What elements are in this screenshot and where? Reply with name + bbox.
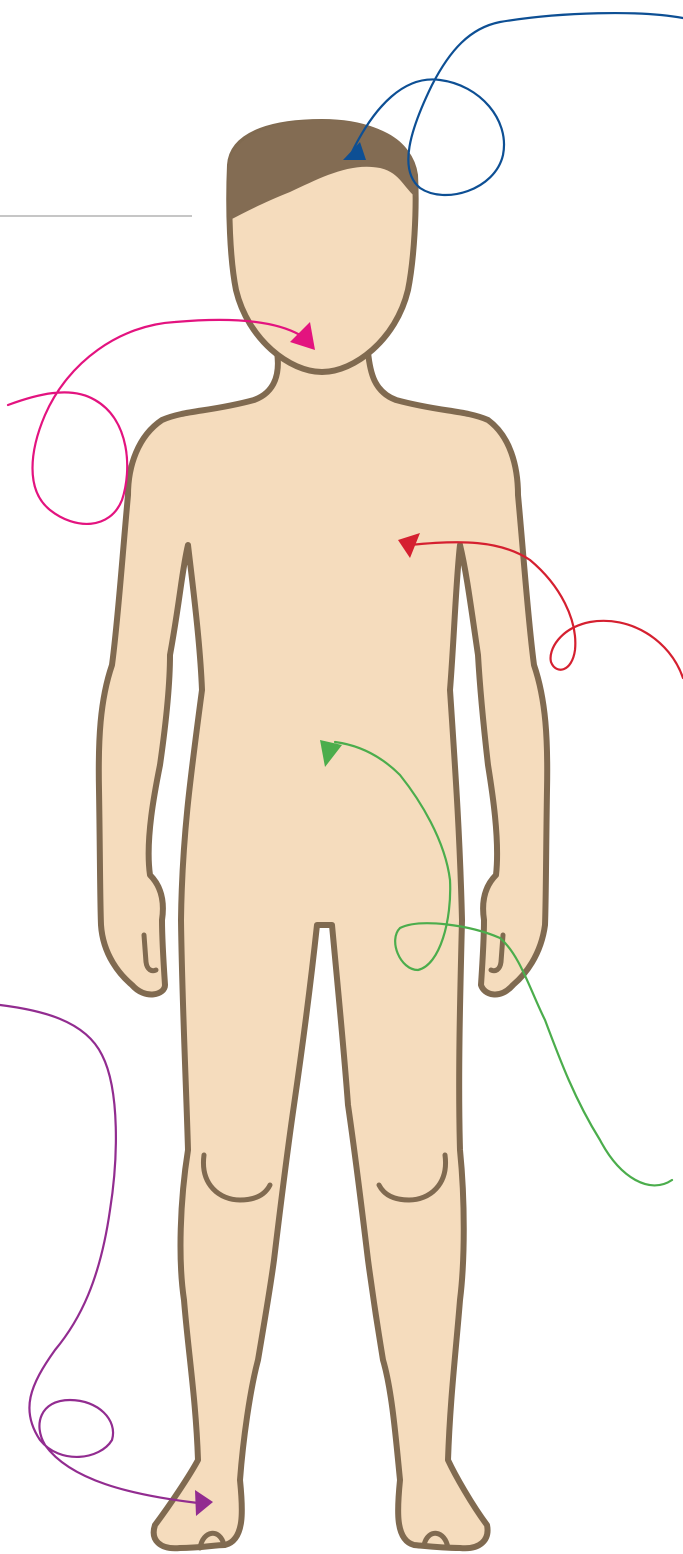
figure-body [99,352,547,1548]
foot-arrow-line [0,1005,198,1503]
human-figure [99,120,547,1548]
